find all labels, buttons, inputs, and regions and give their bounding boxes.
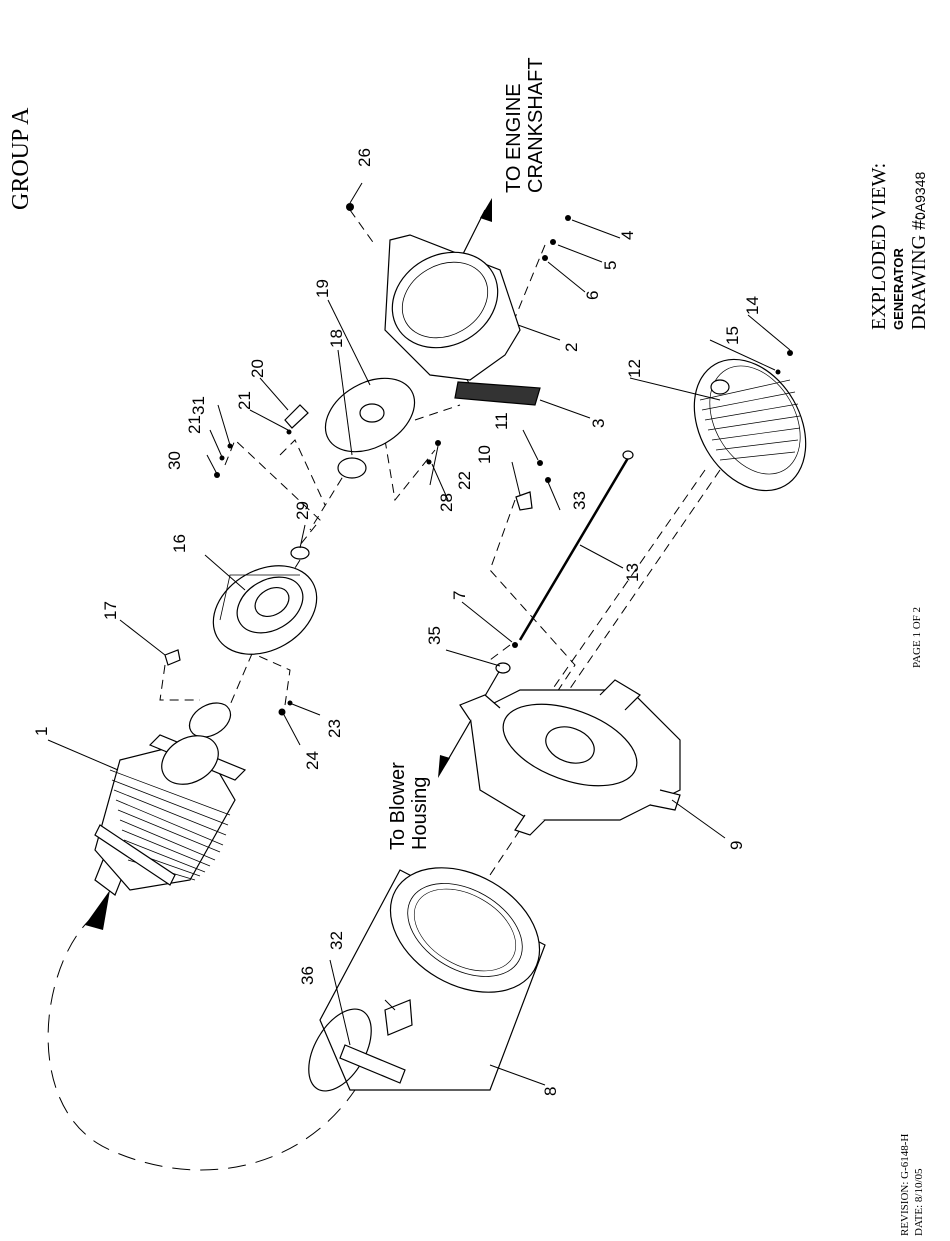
label-15: 15 <box>723 326 742 345</box>
washer-part-15 <box>776 370 781 375</box>
blower-callout: To Blower Housing <box>387 762 431 850</box>
screw-part-22 <box>435 440 441 446</box>
label-5: 5 <box>601 261 620 270</box>
group-label: GROUP A <box>8 107 34 210</box>
label-9: 9 <box>727 841 746 850</box>
washer-part-28 <box>427 460 432 465</box>
stator-part-8 <box>296 842 562 1101</box>
label-30: 30 <box>165 451 184 470</box>
flex-plate-part-19 <box>312 363 427 466</box>
washer-part-6 <box>542 255 548 261</box>
label-7: 7 <box>450 591 469 600</box>
screw-part-11 <box>537 460 543 466</box>
title-drawing-number: 0A9348 <box>912 172 928 220</box>
label-3: 3 <box>589 419 608 428</box>
label-18: 18 <box>327 329 346 348</box>
washer-part-35 <box>496 663 510 673</box>
label-4: 4 <box>618 231 637 240</box>
label-11: 11 <box>492 412 511 430</box>
adapter-part-2 <box>375 234 520 380</box>
thru-bolt-part-13 <box>520 451 633 640</box>
washer-part-21b <box>287 430 292 435</box>
label-14: 14 <box>743 296 762 315</box>
label-36: 36 <box>298 966 317 985</box>
label-31: 31 <box>189 396 208 415</box>
label-1: 1 <box>32 727 51 736</box>
key-part-17 <box>165 650 180 665</box>
label-21a: 21 <box>185 415 204 434</box>
screw-part-14 <box>787 350 793 356</box>
brush-holder-part-3 <box>455 382 540 405</box>
title-exploded-view: EXPLODED VIEW: <box>868 163 890 330</box>
label-28: 28 <box>437 493 456 512</box>
label-10: 10 <box>475 445 494 464</box>
rotor-part-1 <box>95 696 245 895</box>
engine-callout: TO ENGINE CRANKSHAFT <box>503 57 547 193</box>
label-29: 29 <box>293 501 312 520</box>
engine-callout-line2: CRANKSHAFT <box>525 57 547 193</box>
engine-callout-line1: TO ENGINE <box>503 83 525 193</box>
label-19: 19 <box>313 279 332 298</box>
bracket-part-10 <box>516 492 532 510</box>
label-16: 16 <box>170 534 189 553</box>
hub-part-18 <box>338 458 366 478</box>
label-33: 33 <box>570 491 589 510</box>
label-35: 35 <box>425 626 444 645</box>
label-23: 23 <box>325 719 344 738</box>
screw-part-24 <box>279 709 286 716</box>
label-2: 2 <box>562 343 581 352</box>
label-22: 22 <box>455 471 474 490</box>
title-block: EXPLODED VIEW: GENERATOR DRAWING #: 0A93… <box>868 163 930 330</box>
washer-part-29 <box>291 547 309 559</box>
revision-text: REVISION: G-6148-H <box>899 1134 911 1236</box>
label-24: 24 <box>303 751 322 770</box>
title-generator: GENERATOR <box>891 248 906 330</box>
date-text: DATE: 8/10/05 <box>913 1168 925 1236</box>
washer-part-7 <box>512 642 518 648</box>
label-6: 6 <box>583 291 602 300</box>
title-drawing-label: DRAWING #: <box>908 214 930 330</box>
page-number: PAGE 1 OF 2 <box>911 607 923 668</box>
screw-part-30 <box>214 472 220 478</box>
rotor-assembly-arc <box>48 915 355 1170</box>
label-13: 13 <box>623 563 642 582</box>
label-32: 32 <box>327 931 346 950</box>
screw-part-4 <box>565 215 571 221</box>
label-26: 26 <box>355 148 374 167</box>
end-bracket-part-9 <box>460 680 680 835</box>
washer-part-23 <box>288 701 293 706</box>
label-12: 12 <box>625 359 644 378</box>
bolt-part-20 <box>285 405 308 428</box>
label-8: 8 <box>541 1087 560 1096</box>
blower-callout-line1: To Blower <box>387 762 409 850</box>
washer-part-5 <box>550 239 556 245</box>
label-21b: 21 <box>235 391 254 410</box>
label-17: 17 <box>101 601 120 620</box>
screw-part-26 <box>346 203 354 211</box>
blower-callout-line2: Housing <box>409 777 431 850</box>
arc-arrowhead-icon <box>85 890 110 930</box>
label-20: 20 <box>248 359 267 378</box>
